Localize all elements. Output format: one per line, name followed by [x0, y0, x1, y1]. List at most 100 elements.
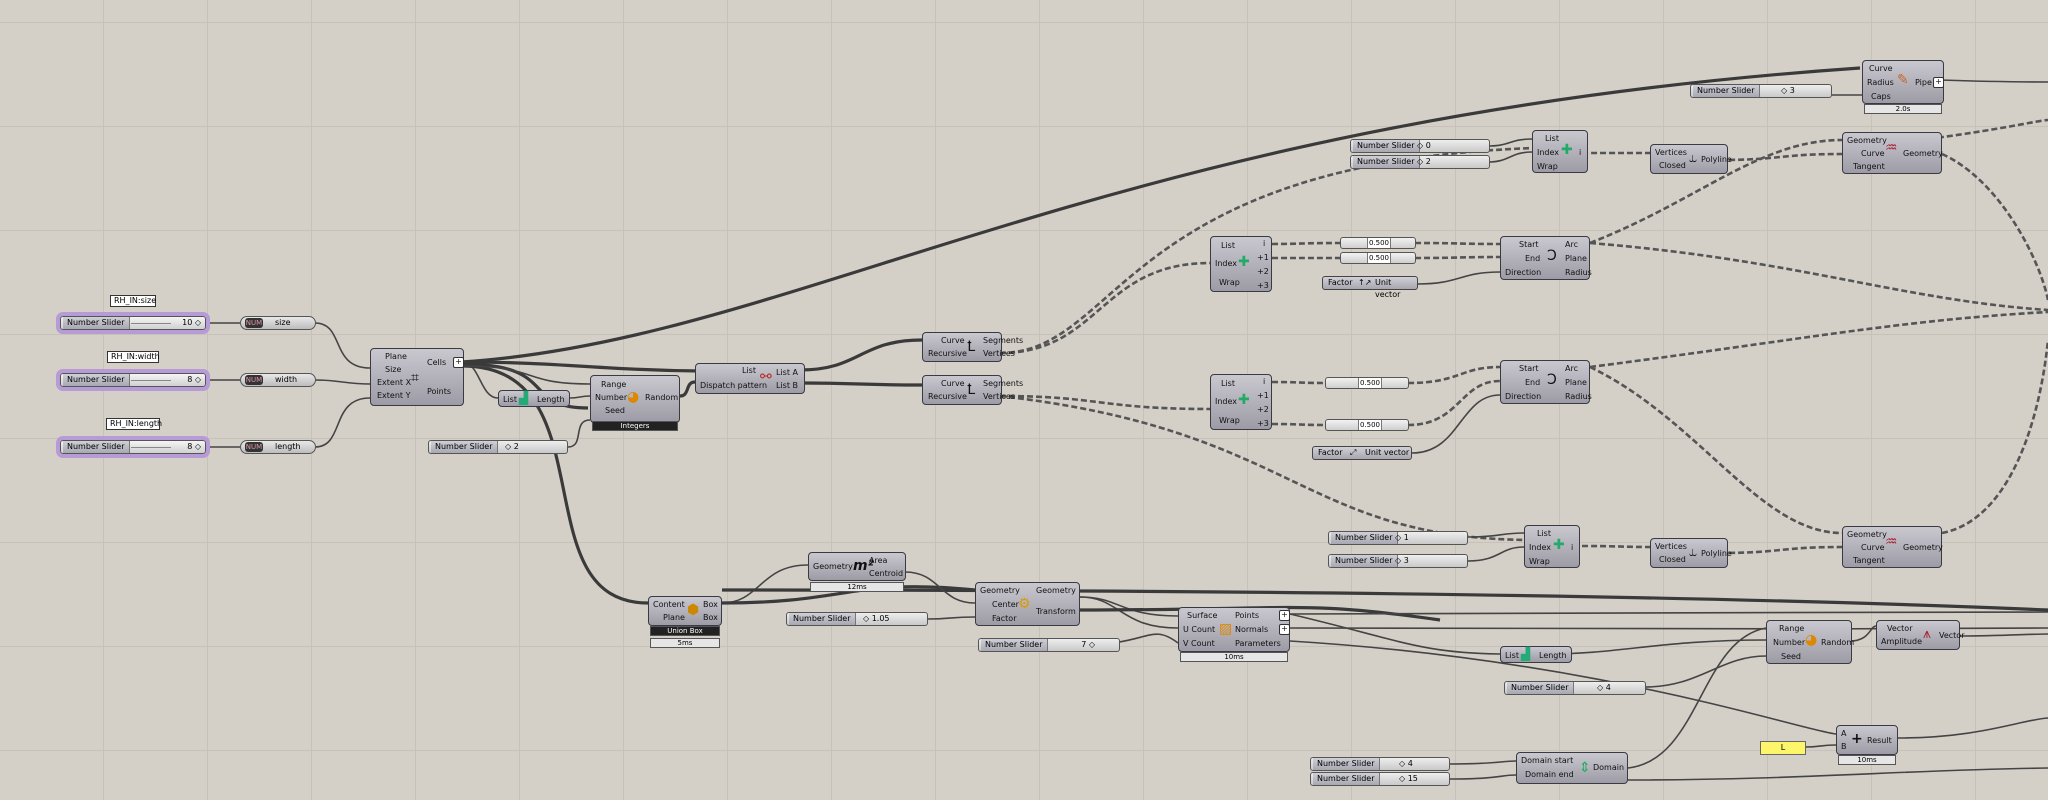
input-list: List [503, 395, 517, 404]
explode-icon: Ꝉ [967, 339, 976, 355]
slider-2[interactable]: Number Slider ◇ 2 [428, 440, 568, 454]
slider-seed[interactable]: Number Slider ◇ 4 [1504, 681, 1646, 695]
list-length-icon: ▟ [519, 391, 529, 405]
number-icon: NUM [245, 442, 263, 452]
arc-icon: Ɔ [1547, 372, 1557, 388]
output-length: Length [537, 395, 565, 404]
slider-domain-start[interactable]: Number Slider ◇ 4 [1310, 757, 1450, 771]
pipe-icon: ✎ [1897, 72, 1909, 88]
param-label: size [275, 318, 291, 327]
scale-icon: ⚙ [1018, 596, 1031, 612]
unit-vector-component-2[interactable]: Factor ⤢ Unit vector [1312, 446, 1412, 460]
arc-icon: Ɔ [1547, 248, 1557, 264]
sweep-component-top[interactable]: Geometry Curve Tangent ♒ Geometry [1842, 132, 1943, 174]
area-icon: m² [853, 558, 874, 574]
slider-index-1[interactable]: Number Slider ◇ 1 [1328, 531, 1468, 545]
scale-component[interactable]: Geometry Center Factor ⚙ Geometry Transf… [975, 582, 1080, 626]
list-item-component-mid[interactable]: List Index Wrap ✚ i [1524, 525, 1580, 568]
param-label: width [275, 375, 298, 384]
mini-slider-1[interactable]: 0.500 [1340, 237, 1416, 249]
slider-index-3[interactable]: Number Slider ◇ 3 [1328, 554, 1468, 568]
unit-vector-icon: ↑↗ [1358, 278, 1372, 287]
plus-icon: + [1851, 731, 1863, 747]
list-item-component-2[interactable]: List Index Wrap ✚ i +1 +2 +3 [1210, 374, 1272, 430]
expand-icon[interactable]: + [1279, 610, 1290, 621]
slider-count[interactable]: Number Slider 7 ◇ [978, 638, 1120, 652]
list-length-component[interactable]: List ▟ Length [498, 390, 570, 407]
polyline-component-top[interactable]: Vertices Closed ⥿ Polyline [1650, 144, 1732, 174]
text-panel[interactable]: L [1760, 741, 1806, 755]
param-label: length [275, 442, 301, 451]
unit-vector-component-1[interactable]: Factor ↑↗ Unit vector [1322, 276, 1418, 299]
pipe-footer: 2.0s [1864, 104, 1942, 114]
param-size[interactable]: NUM size [240, 316, 316, 330]
slider-value: 10 ◇ [182, 318, 201, 327]
union-box-component[interactable]: Content Plane ⬢ Box Box [648, 596, 722, 626]
divide-surface-component[interactable]: Surface U Count V Count ▨ Points Normals… [1178, 607, 1290, 652]
list-length-icon: ▟ [1521, 647, 1531, 661]
expand-icon[interactable]: + [1279, 624, 1290, 635]
arc-component-2[interactable]: Start End Direction Ɔ Arc Plane Radius [1500, 360, 1592, 404]
list-length-component-2[interactable]: List ▟ Length [1500, 646, 1572, 663]
slider-scale-factor[interactable]: Number Slider ◇ 1.05 [786, 612, 928, 626]
slider-name: Number Slider [63, 317, 130, 329]
polyline-icon: ⥿ [1689, 150, 1697, 166]
input-size: Size [385, 365, 402, 374]
number-icon: NUM [245, 318, 263, 328]
slider-length[interactable]: Number Slider 8 ◇ [56, 436, 210, 458]
random-footer: Integers [592, 421, 678, 431]
input-plane: Plane [385, 352, 407, 361]
list-item-component-top[interactable]: List Index Wrap ✚ i [1532, 130, 1588, 173]
explode-component-1[interactable]: Curve Recursive Ꝉ Segments Vertices [922, 332, 1023, 362]
area-component[interactable]: Geometry m² Area Centroid [808, 552, 906, 581]
dice-icon: ◕ [627, 389, 640, 405]
output-points: Points [427, 387, 452, 396]
pipe-component[interactable]: Curve Radius Caps ✎ Pipe + [1862, 60, 1944, 104]
input-extent-y: Extent Y [377, 391, 411, 400]
slider-name: Number Slider [63, 374, 130, 386]
random-component-2[interactable]: Range Number Seed ◕ Random [1766, 620, 1854, 664]
dispatch-component[interactable]: List Dispatch pattern ⚯ List A List B [695, 363, 805, 394]
input-extent-x: Extent X [377, 378, 412, 387]
union-box-footer: Union Box [650, 626, 720, 636]
random-component[interactable]: Range Number Seed ◕ Random [590, 375, 680, 423]
slider-index-0[interactable]: Number Slider ◇ 0 [1350, 139, 1490, 153]
divide-footer: 10ms [1180, 652, 1288, 662]
output-cells: Cells [427, 358, 447, 367]
mini-slider-3[interactable]: 0.500 [1325, 377, 1409, 389]
number-icon: NUM [245, 375, 263, 385]
arc-component-1[interactable]: Start End Direction Ɔ Arc Plane Radius [1500, 236, 1592, 280]
slider-name: Number Slider [63, 441, 130, 453]
addition-component[interactable]: A B + Result [1836, 725, 1898, 755]
mini-slider-4[interactable]: 0.500 [1325, 419, 1409, 431]
amplitude-component[interactable]: Vector Amplitude ⩚ Vector [1876, 620, 1965, 650]
amplitude-icon: ⩚ [1923, 626, 1931, 642]
rectangular-grid-component[interactable]: Plane Size Extent X Extent Y ⌗ Cells Poi… [370, 348, 464, 406]
slider-width[interactable]: Number Slider 8 ◇ [56, 369, 210, 391]
list-item-component-1[interactable]: List Index Wrap ✚ i +1 +2 +3 [1210, 236, 1272, 292]
box-icon: ⬢ [687, 602, 700, 618]
expand-icon[interactable]: + [453, 357, 464, 368]
sweep-component-mid[interactable]: Geometry Curve Tangent ♒ Geometry [1842, 526, 1943, 568]
param-width[interactable]: NUM width [240, 373, 316, 387]
slider-index-2[interactable]: Number Slider ◇ 2 [1350, 155, 1490, 169]
expand-icon[interactable]: + [1933, 77, 1944, 88]
divide-icon: ▨ [1219, 621, 1233, 637]
slider-domain-end[interactable]: Number Slider ◇ 15 [1310, 772, 1450, 786]
construct-domain-component[interactable]: Domain start Domain end ⇕ Domain [1516, 752, 1628, 784]
sweep-icon: ♒ [1885, 140, 1898, 156]
polyline-component-mid[interactable]: Vertices Closed ⥿ Polyline [1650, 538, 1732, 568]
explode-component-2[interactable]: Curve Recursive Ꝉ Segments Vertices [922, 375, 1023, 405]
list-item-icon: ✚ [1553, 537, 1565, 553]
area-footer: 12ms [810, 582, 904, 592]
sweep-icon: ♒ [1885, 534, 1898, 550]
explode-icon: Ꝉ [967, 382, 976, 398]
slider-pipe-radius[interactable]: Number Slider ◇ 3 [1690, 84, 1832, 98]
mini-slider-2[interactable]: 0.500 [1340, 252, 1416, 264]
param-length[interactable]: NUM length [240, 440, 316, 454]
list-item-icon: ✚ [1561, 142, 1573, 158]
domain-icon: ⇕ [1579, 760, 1591, 776]
slider-size[interactable]: Number Slider 10 ◇ [56, 312, 210, 334]
